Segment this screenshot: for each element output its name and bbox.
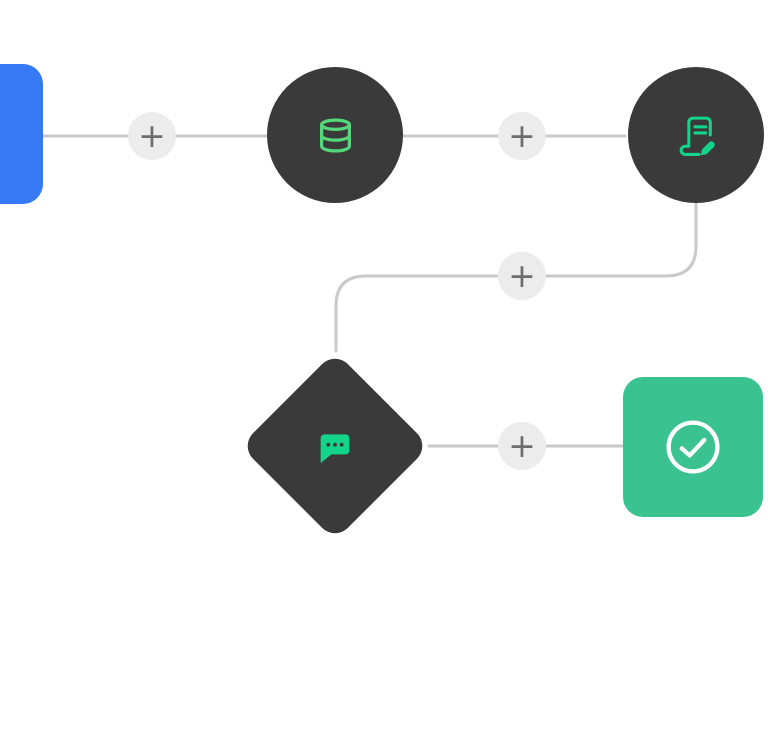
database-icon bbox=[319, 117, 351, 153]
node-document-edit[interactable] bbox=[628, 67, 764, 203]
add-step-button-1[interactable]: + bbox=[128, 112, 176, 160]
check-circle-icon bbox=[666, 420, 720, 474]
add-step-button-3[interactable]: + bbox=[498, 252, 546, 300]
plus-icon: + bbox=[508, 255, 536, 295]
plus-icon: + bbox=[508, 115, 536, 155]
plus-icon: + bbox=[138, 115, 166, 155]
node-success[interactable] bbox=[623, 377, 763, 517]
document-edit-icon bbox=[679, 116, 715, 156]
add-step-button-2[interactable]: + bbox=[498, 112, 546, 160]
node-message[interactable] bbox=[240, 351, 430, 541]
node-database[interactable] bbox=[267, 67, 403, 203]
message-dots-icon bbox=[320, 433, 350, 463]
node-trigger[interactable] bbox=[0, 64, 43, 204]
plus-icon: + bbox=[508, 425, 536, 465]
add-step-button-4[interactable]: + bbox=[498, 422, 546, 470]
